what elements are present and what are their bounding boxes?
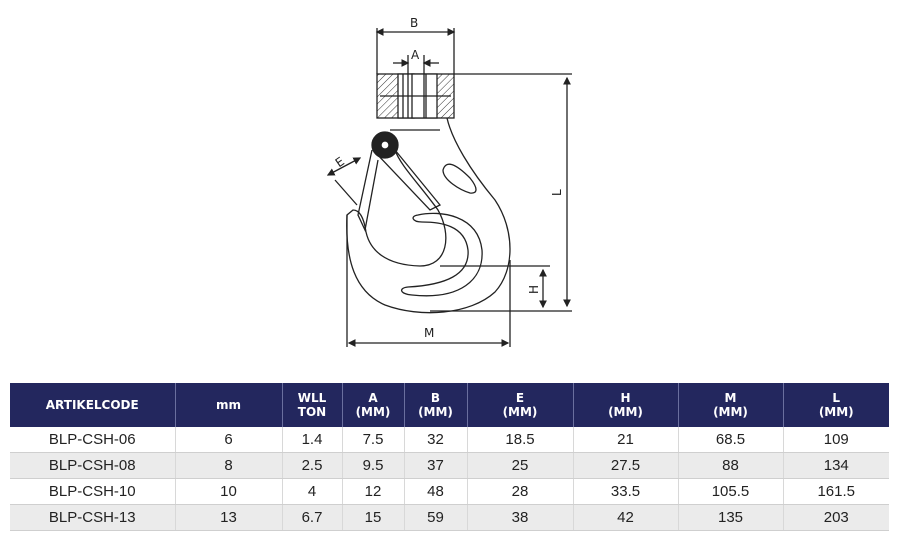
table-cell: BLP-CSH-08 <box>10 452 175 479</box>
hook-body <box>346 117 511 314</box>
table-cell: 8 <box>174 452 282 479</box>
table-cell: 18.5 <box>466 427 573 453</box>
table-cell: 134 <box>782 452 889 479</box>
table-cell: 68.5 <box>677 427 783 453</box>
table-cell: 33.5 <box>572 478 678 505</box>
table-cell: 12 <box>341 478 404 505</box>
table-cell: 10 <box>174 478 282 505</box>
table-cell: 37 <box>403 452 467 479</box>
table-cell: 25 <box>466 452 573 479</box>
table-cell: 7.5 <box>341 427 404 453</box>
table-cell: 6 <box>174 427 282 453</box>
table-cell: 42 <box>572 504 678 531</box>
col-header-mm: mm <box>174 383 282 427</box>
dim-label-l: L <box>550 189 564 196</box>
table-cell: 109 <box>782 427 889 453</box>
table-cell: 38 <box>466 504 573 531</box>
col-header-h: H(MM) <box>572 383 678 427</box>
table-cell: 28 <box>466 478 573 505</box>
col-header-l: L(MM) <box>782 383 889 427</box>
table-cell: 27.5 <box>572 452 678 479</box>
table-cell: 135 <box>677 504 783 531</box>
dim-label-e: E <box>333 154 347 170</box>
table-cell: 6.7 <box>281 504 342 531</box>
dim-label-a: A <box>411 48 420 62</box>
col-header-e: E(MM) <box>466 383 573 427</box>
col-header-a: A(MM) <box>341 383 404 427</box>
col-header-b: B(MM) <box>403 383 467 427</box>
dim-label-b: B <box>410 16 418 30</box>
table-cell: 161.5 <box>782 478 889 505</box>
table-cell: 203 <box>782 504 889 531</box>
clevis-sling-hook-drawing: B A E L H M <box>326 16 572 347</box>
table-cell: BLP-CSH-06 <box>10 427 175 453</box>
table-cell: 2.5 <box>281 452 342 479</box>
table-cell: 88 <box>677 452 783 479</box>
table-cell: 13 <box>174 504 282 531</box>
table-cell: BLP-CSH-10 <box>10 478 175 505</box>
table-cell: 21 <box>572 427 678 453</box>
table-cell: 9.5 <box>341 452 404 479</box>
table-cell: 59 <box>403 504 467 531</box>
table-cell: 15 <box>341 504 404 531</box>
table-cell: 105.5 <box>677 478 783 505</box>
col-header-artikelcode: ARTIKELCODE <box>10 383 175 427</box>
table-cell: 48 <box>403 478 467 505</box>
table-cell: 1.4 <box>281 427 342 453</box>
col-header-m: M(MM) <box>677 383 783 427</box>
table-cell: 4 <box>281 478 342 505</box>
dim-label-h: H <box>527 285 541 294</box>
table-cell: BLP-CSH-13 <box>10 504 175 531</box>
dim-label-m: M <box>424 326 434 340</box>
table-cell: 32 <box>403 427 467 453</box>
